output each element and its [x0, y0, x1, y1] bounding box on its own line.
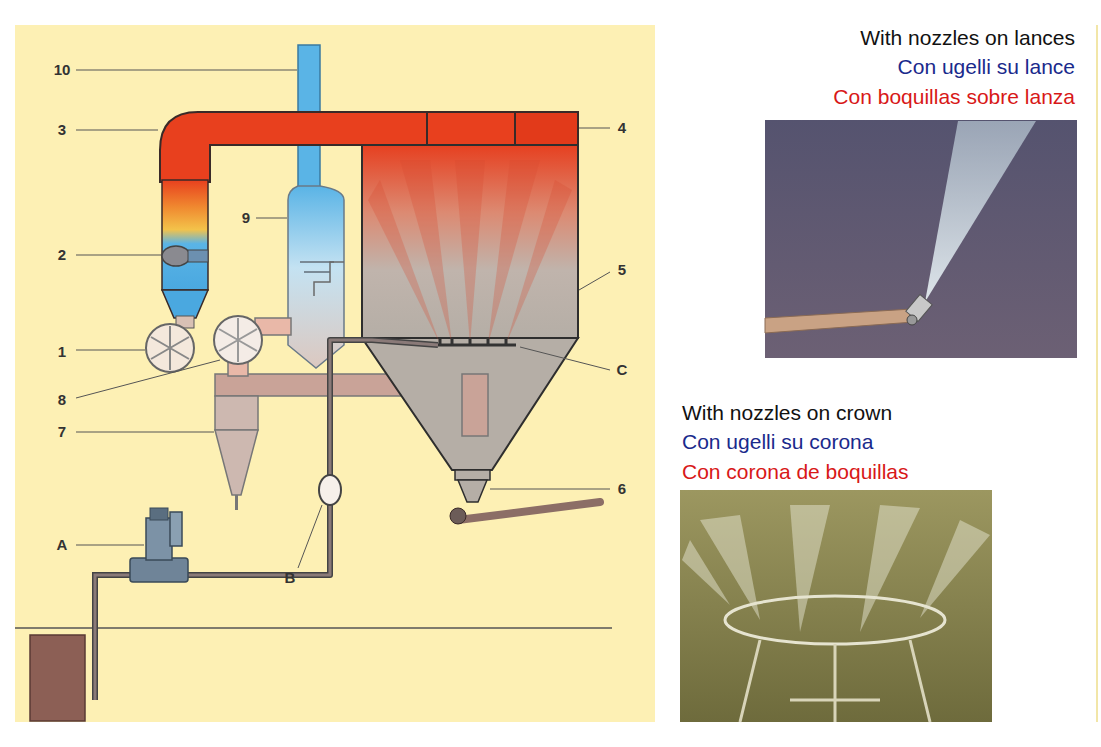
spray-plume — [400, 160, 452, 344]
leader-line — [579, 128, 610, 129]
feed-pipe — [185, 340, 438, 575]
photo-spray — [682, 540, 730, 605]
photo-caption: Con ugelli su lance — [898, 55, 1075, 79]
photo-ring — [725, 596, 945, 644]
conveyor — [458, 502, 600, 520]
leader-line — [76, 360, 220, 398]
leader-line — [76, 255, 161, 256]
leader-line — [76, 545, 144, 546]
diagram-panel — [15, 25, 655, 722]
feed-tank — [30, 635, 85, 721]
callout-number: 10 — [54, 61, 71, 78]
callout-number: 6 — [618, 480, 626, 497]
nozzle-crown — [438, 344, 516, 347]
callout-number: 9 — [242, 209, 250, 226]
suction-pipe — [95, 575, 140, 700]
inlet-fan — [146, 324, 194, 372]
leader-line — [520, 347, 610, 370]
cyclone — [215, 396, 258, 430]
callout-number: 4 — [618, 119, 626, 136]
conveyor-drum — [450, 508, 466, 524]
photo-caption: Con boquillas sobre lanza — [833, 85, 1075, 109]
leader-line — [76, 130, 158, 131]
spray-plume — [455, 160, 485, 344]
fines-return — [462, 374, 488, 436]
suction-pipe — [95, 575, 140, 700]
leader-line — [298, 505, 322, 568]
callout-number: 2 — [58, 246, 66, 263]
leader-line — [490, 489, 610, 490]
photo-spray — [925, 121, 1036, 302]
spray-plume — [506, 180, 572, 344]
scrubber-pipe — [314, 262, 344, 296]
heater-taper — [162, 290, 208, 318]
pump-cylinder — [170, 512, 182, 546]
photo-fitting — [907, 315, 917, 325]
air-heater — [162, 180, 208, 290]
chamber-cone — [362, 338, 578, 470]
photo-lances — [765, 120, 1077, 358]
spray-plume — [488, 160, 540, 344]
spray-plume — [368, 180, 440, 344]
exhaust-fan — [214, 316, 262, 364]
burner-body — [188, 250, 208, 262]
photo-caption: With nozzles on lances — [860, 26, 1075, 50]
floor-line — [15, 627, 612, 629]
photo-caption: Con corona de boquillas — [682, 460, 909, 484]
callout-number: A — [57, 536, 68, 553]
callout-number: C — [617, 361, 628, 378]
callout-number: 7 — [58, 423, 66, 440]
leader-line — [579, 272, 610, 290]
photo-spray — [860, 505, 920, 632]
duct-joint — [426, 112, 428, 145]
fan-blades — [151, 326, 189, 370]
pump-base — [130, 558, 188, 582]
photo-frame — [740, 640, 930, 722]
photo-spray — [790, 505, 830, 632]
air-distributor — [515, 112, 578, 145]
feed-pipe — [185, 340, 438, 575]
burner — [162, 246, 190, 266]
leader-line — [76, 350, 145, 351]
leader-line — [76, 432, 214, 433]
rotary-valve — [458, 480, 487, 502]
filter — [319, 475, 341, 505]
fan-blades — [219, 318, 257, 362]
callout-number: 3 — [58, 121, 66, 138]
powder-outlet — [455, 470, 490, 480]
cyclone-outlet — [235, 495, 238, 510]
photo-lance — [765, 309, 914, 333]
callout-number: 5 — [618, 261, 626, 278]
leader-line — [76, 70, 297, 71]
callout-number: B — [285, 569, 296, 586]
pump-motor — [146, 518, 172, 560]
nozzle — [440, 338, 506, 345]
photo-crown — [680, 490, 992, 722]
divider-line — [1096, 25, 1098, 722]
spray-plumes — [368, 160, 572, 344]
callout-number: 1 — [58, 343, 66, 360]
photo-spray — [920, 520, 990, 618]
callout-number: 8 — [58, 391, 66, 408]
photo-caption: Con ugelli su corona — [682, 430, 873, 454]
leader-line — [256, 218, 287, 219]
pump-head — [150, 508, 168, 520]
photo-caption: With nozzles on crown — [682, 401, 892, 425]
leader-lines — [76, 70, 610, 568]
cyclone-cone — [215, 430, 258, 495]
scrubber-tray — [300, 262, 334, 272]
